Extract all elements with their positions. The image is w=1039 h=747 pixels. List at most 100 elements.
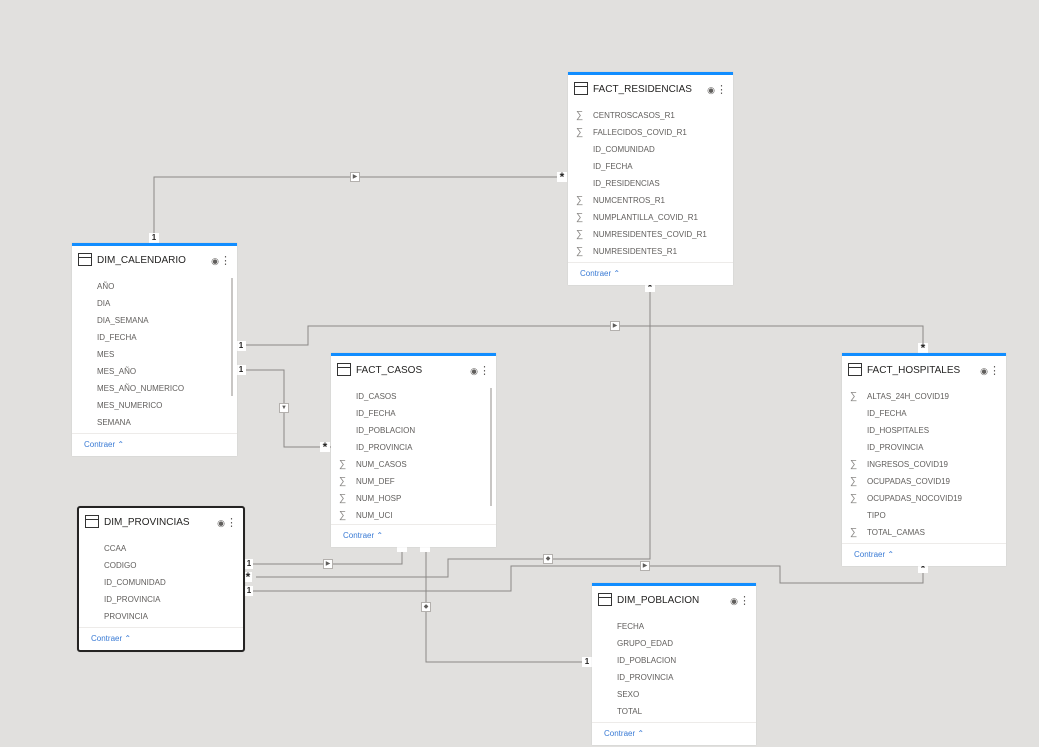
field-row[interactable]: ID_POBLACION — [592, 652, 756, 669]
field-row[interactable]: CODIGO — [79, 557, 243, 574]
field-list: ID_CASOS ID_FECHA ID_POBLACION ID_PROVIN… — [331, 388, 496, 524]
field-row[interactable]: ∑ NUMRESIDENTES_R1 — [568, 243, 733, 260]
field-label: NUM_CASOS — [356, 460, 407, 469]
more-icon[interactable]: ⋮ — [716, 84, 727, 96]
field-row[interactable]: DIA_SEMANA — [72, 312, 237, 329]
field-row[interactable]: ∑NUMCENTROS_R1 — [568, 192, 733, 209]
field-label: ID_PROVINCIA — [867, 443, 924, 452]
field-row[interactable]: TOTAL — [592, 703, 756, 720]
eye-icon[interactable]: ◉ — [470, 366, 478, 376]
field-row[interactable]: CCAA — [79, 540, 243, 557]
field-row[interactable]: ∑OCUPADAS_COVID19 — [842, 473, 1006, 490]
scrollbar[interactable] — [490, 388, 492, 506]
field-label: OCUPADAS_NOCOVID19 — [867, 494, 962, 503]
sum-icon: ∑ — [576, 127, 584, 138]
table-dim-calendario[interactable]: DIM_CALENDARIO ◉ ⋮ AÑO DIA DIA_SEMANA ID… — [72, 243, 237, 456]
table-header[interactable]: FACT_RESIDENCIAS ◉ ⋮ — [568, 75, 733, 107]
field-row[interactable]: ID_RESIDENCIAS — [568, 175, 733, 192]
field-row[interactable]: ID_PROVINCIA — [331, 439, 496, 456]
field-row[interactable]: GRUPO_EDAD — [592, 635, 756, 652]
direction-arrow-icon: ▶ — [350, 172, 360, 182]
field-label: NUMRESIDENTES_R1 — [593, 247, 678, 256]
sum-icon: ∑ — [339, 459, 347, 470]
field-row[interactable]: ∑ NUM_CASOS — [331, 456, 496, 473]
field-row[interactable]: ID_COMUNIDAD — [568, 141, 733, 158]
field-row[interactable]: ∑ALTAS_24H_COVID19 — [842, 388, 1006, 405]
field-row[interactable]: TIPO — [842, 507, 1006, 524]
table-name: FACT_CASOS — [356, 365, 423, 376]
collapse-link[interactable]: Contraer ⌃ — [331, 524, 496, 547]
field-row[interactable]: ∑CENTROSCASOS_R1 — [568, 107, 733, 124]
field-label: CODIGO — [104, 561, 137, 570]
field-row[interactable]: ID_FECHA — [331, 405, 496, 422]
cardinality-many: * — [557, 171, 567, 183]
field-row[interactable]: AÑO — [72, 278, 237, 295]
field-list: CCAA CODIGO ID_COMUNIDAD ID_PROVINCIA PR… — [79, 540, 243, 627]
field-row[interactable]: ID_HOSPITALES — [842, 422, 1006, 439]
table-header[interactable]: DIM_POBLACION ◉ ⋮ — [592, 586, 756, 618]
collapse-link[interactable]: Contraer ⌃ — [72, 433, 237, 456]
eye-icon[interactable]: ◉ — [211, 256, 219, 266]
cardinality-one: 1 — [582, 657, 592, 667]
scrollbar[interactable] — [231, 278, 233, 396]
collapse-link[interactable]: Contraer ⌃ — [592, 722, 756, 745]
field-row[interactable]: ∑TOTAL_CAMAS — [842, 524, 1006, 541]
field-row[interactable]: ID_PROVINCIA — [592, 669, 756, 686]
field-row[interactable]: ID_PROVINCIA — [842, 439, 1006, 456]
field-row[interactable]: MES — [72, 346, 237, 363]
eye-icon[interactable]: ◉ — [980, 366, 988, 376]
field-label: TIPO — [867, 511, 886, 520]
more-icon[interactable]: ⋮ — [479, 365, 490, 377]
table-header[interactable]: FACT_HOSPITALES ◉ ⋮ — [842, 356, 1006, 388]
table-fact-hospitales[interactable]: FACT_HOSPITALES ◉ ⋮ ∑ALTAS_24H_COVID19 I… — [842, 353, 1006, 566]
table-dim-provincias[interactable]: DIM_PROVINCIAS ◉ ⋮ CCAA CODIGO ID_COMUNI… — [77, 506, 245, 652]
field-row[interactable]: ID_CASOS — [331, 388, 496, 405]
more-icon[interactable]: ⋮ — [739, 595, 750, 607]
rel-provincias-hospitales — [244, 562, 924, 592]
field-row[interactable]: ∑INGRESOS_COVID19 — [842, 456, 1006, 473]
table-fact-residencias[interactable]: FACT_RESIDENCIAS ◉ ⋮ ∑CENTROSCASOS_R1 ∑F… — [568, 72, 733, 285]
more-icon[interactable]: ⋮ — [989, 365, 1000, 377]
eye-icon[interactable]: ◉ — [707, 85, 715, 95]
field-row[interactable]: ID_FECHA — [72, 329, 237, 346]
table-fact-casos[interactable]: FACT_CASOS ◉ ⋮ ID_CASOS ID_FECHA ID_POBL… — [331, 353, 496, 547]
field-row[interactable]: MES_AÑO — [72, 363, 237, 380]
eye-icon[interactable]: ◉ — [217, 518, 225, 528]
collapse-link[interactable]: Contraer ⌃ — [568, 262, 733, 285]
field-row[interactable]: ID_POBLACION — [331, 422, 496, 439]
sum-icon: ∑ — [576, 246, 584, 257]
eye-icon[interactable]: ◉ — [730, 596, 738, 606]
field-row[interactable]: MES_NUMERICO — [72, 397, 237, 414]
field-row[interactable]: FECHA — [592, 618, 756, 635]
field-row[interactable]: SEMANA — [72, 414, 237, 431]
field-row[interactable]: ID_FECHA — [568, 158, 733, 175]
field-row[interactable]: DIA — [72, 295, 237, 312]
cardinality-many: * — [320, 441, 330, 453]
field-row[interactable]: MES_AÑO_NUMERICO — [72, 380, 237, 397]
field-row[interactable]: PROVINCIA — [79, 608, 243, 625]
more-icon[interactable]: ⋮ — [220, 255, 231, 267]
table-header[interactable]: FACT_CASOS ◉ ⋮ — [331, 356, 496, 388]
field-row[interactable]: ∑NUMPLANTILLA_COVID_R1 — [568, 209, 733, 226]
field-row[interactable]: ∑NUM_DEF — [331, 473, 496, 490]
table-header[interactable]: DIM_CALENDARIO ◉ ⋮ — [72, 246, 237, 278]
field-row[interactable]: SEXO — [592, 686, 756, 703]
collapse-link[interactable]: Contraer ⌃ — [842, 543, 1006, 566]
field-row[interactable]: ∑FALLECIDOS_COVID_R1 — [568, 124, 733, 141]
field-row[interactable]: ∑NUMRESIDENTES_COVID_R1 — [568, 226, 733, 243]
field-list: ∑CENTROSCASOS_R1 ∑FALLECIDOS_COVID_R1 ID… — [568, 107, 733, 262]
field-row[interactable]: ∑OCUPADAS_NOCOVID19 — [842, 490, 1006, 507]
field-label: TOTAL — [617, 707, 643, 716]
collapse-label: Contraer — [854, 550, 886, 559]
more-icon[interactable]: ⋮ — [226, 517, 237, 529]
field-row[interactable]: ID_COMUNIDAD — [79, 574, 243, 591]
table-header[interactable]: DIM_PROVINCIAS ◉ ⋮ — [79, 508, 243, 540]
field-label: NUM_HOSP — [356, 494, 402, 503]
field-row[interactable]: ∑NUM_UCI — [331, 507, 496, 524]
field-row[interactable]: ID_FECHA — [842, 405, 1006, 422]
field-row[interactable]: ID_PROVINCIA — [79, 591, 243, 608]
table-dim-poblacion[interactable]: DIM_POBLACION ◉ ⋮ FECHA GRUPO_EDAD ID_PO… — [592, 583, 756, 745]
field-row[interactable]: ∑NUM_HOSP — [331, 490, 496, 507]
collapse-link[interactable]: Contraer ⌃ — [79, 627, 243, 650]
chevron-up-icon: ⌃ — [124, 634, 132, 643]
